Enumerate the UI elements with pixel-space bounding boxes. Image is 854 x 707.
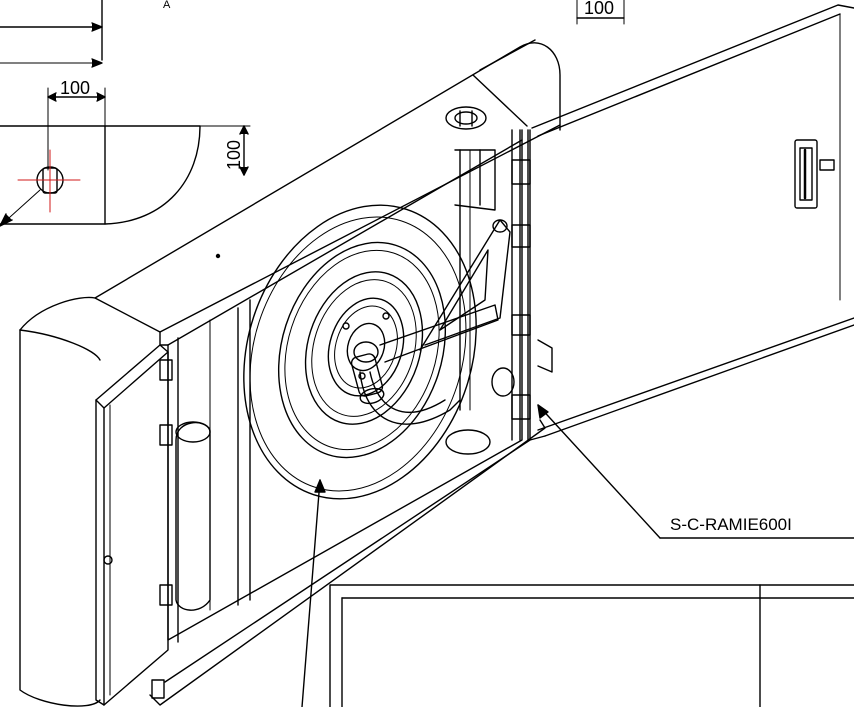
top-left-dimension-fragment bbox=[0, 0, 103, 68]
hose-nozzle bbox=[350, 341, 461, 425]
swing-arm bbox=[379, 219, 511, 363]
dimension-detail-width: 100 bbox=[60, 78, 90, 98]
top-right-dimension bbox=[576, 0, 625, 25]
fire-extinguisher bbox=[175, 421, 211, 611]
cabinet-body bbox=[19, 39, 561, 707]
dimension-detail-height: 100 bbox=[224, 140, 244, 170]
left-door bbox=[95, 344, 173, 706]
detail-section-view bbox=[0, 87, 251, 227]
dimension-top-right: 100 bbox=[584, 0, 614, 18]
part-label-callout: S-C-RAMIE600I bbox=[670, 515, 792, 534]
dimension-letter-a: A bbox=[163, 0, 171, 11]
callout-leaders bbox=[301, 404, 854, 707]
right-door bbox=[529, 4, 854, 441]
hose-reel bbox=[243, 204, 477, 500]
title-block bbox=[329, 584, 854, 707]
hinge-column bbox=[454, 129, 553, 441]
